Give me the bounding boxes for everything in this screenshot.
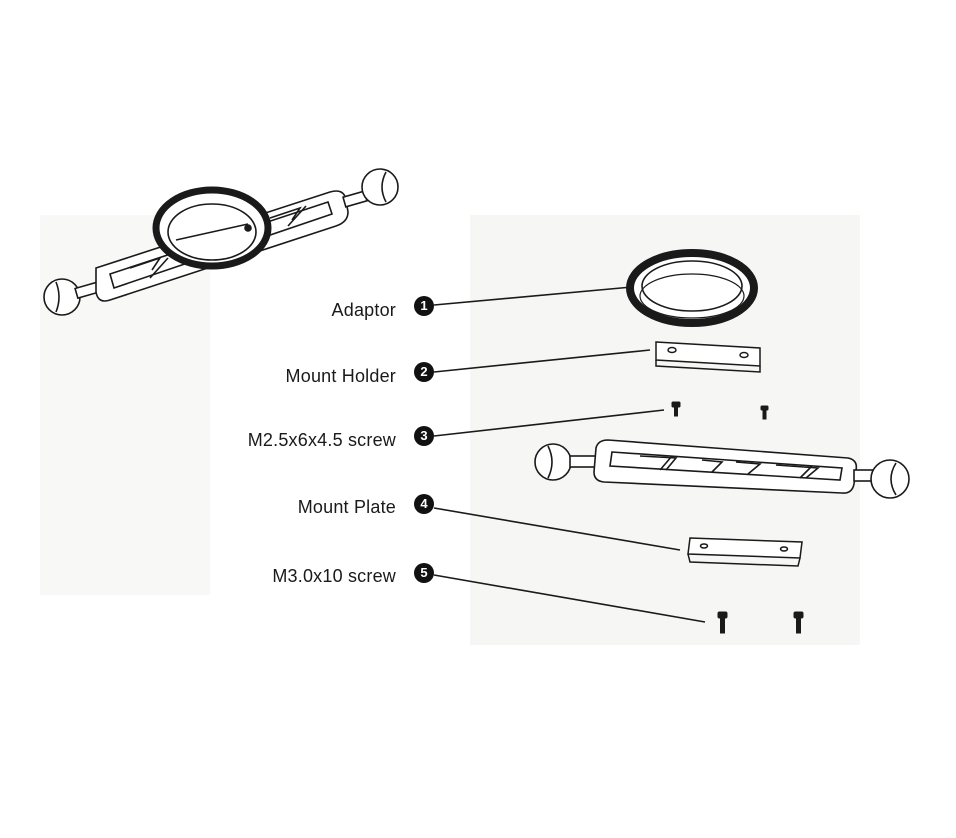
part-label-adaptor: Adaptor bbox=[331, 300, 396, 320]
leader-line-1 bbox=[433, 286, 633, 306]
tray-slot-marks bbox=[775, 464, 821, 479]
ball-mount bbox=[55, 281, 60, 313]
leader-line-3 bbox=[433, 409, 665, 437]
tray-slot bbox=[609, 451, 843, 481]
mount-plate-edge bbox=[687, 553, 801, 567]
part-label-mount-plate: Mount Plate bbox=[297, 497, 396, 517]
tray-slot-marks bbox=[639, 455, 678, 471]
screw-shaft bbox=[762, 408, 767, 420]
part-number-badge: 4 bbox=[414, 494, 434, 514]
part-label-small-screw: M2.5x6x4.5 screw bbox=[247, 430, 396, 450]
adaptor-ring-lip bbox=[639, 273, 745, 319]
part-label-mount-holder: Mount Holder bbox=[285, 366, 396, 386]
ball-mount bbox=[381, 171, 387, 203]
leader-line-2 bbox=[433, 349, 651, 373]
tray-slot-marks bbox=[701, 459, 724, 473]
part-number-badge: 2 bbox=[414, 362, 434, 382]
part-number-badge: 3 bbox=[414, 426, 434, 446]
screw-hole bbox=[739, 351, 749, 359]
mount-holder-edge bbox=[655, 360, 761, 373]
ball-mount bbox=[534, 443, 572, 481]
small-screws-illustration bbox=[671, 401, 769, 420]
ball-mount bbox=[890, 462, 897, 496]
screw-hole bbox=[667, 346, 677, 354]
ball-mount bbox=[43, 278, 81, 316]
screw-shaft bbox=[796, 616, 801, 634]
adaptor-ring-inner bbox=[641, 260, 743, 312]
tray-neck bbox=[569, 455, 597, 468]
ball-mount bbox=[870, 459, 910, 499]
tray-illustration bbox=[534, 439, 910, 499]
part-number-badge: 5 bbox=[414, 563, 434, 583]
mount-plate-illustration bbox=[687, 537, 803, 567]
part-number-badge: 1 bbox=[414, 296, 434, 316]
tray-slot-marks bbox=[735, 461, 763, 475]
leader-line-5 bbox=[433, 574, 706, 623]
screw-hole bbox=[699, 543, 709, 549]
part-label-large-screw: M3.0x10 screw bbox=[272, 566, 396, 586]
adaptor-illustration bbox=[626, 249, 758, 327]
ball-mount bbox=[547, 445, 553, 479]
tray-slot-marks bbox=[269, 205, 307, 227]
assembled-tray-illustration bbox=[43, 168, 399, 316]
leader-line-4 bbox=[433, 507, 681, 551]
mount-holder-illustration bbox=[655, 341, 761, 373]
large-screws-illustration bbox=[717, 611, 804, 634]
ball-mount bbox=[361, 168, 399, 206]
screw-shaft bbox=[720, 616, 725, 634]
leader-lines bbox=[433, 286, 706, 623]
screw-head bbox=[244, 224, 252, 232]
screw-shaft bbox=[674, 405, 678, 417]
tray-slot-marks bbox=[129, 256, 169, 279]
screw-hole bbox=[779, 546, 789, 552]
mount-holder-edge bbox=[175, 223, 249, 241]
